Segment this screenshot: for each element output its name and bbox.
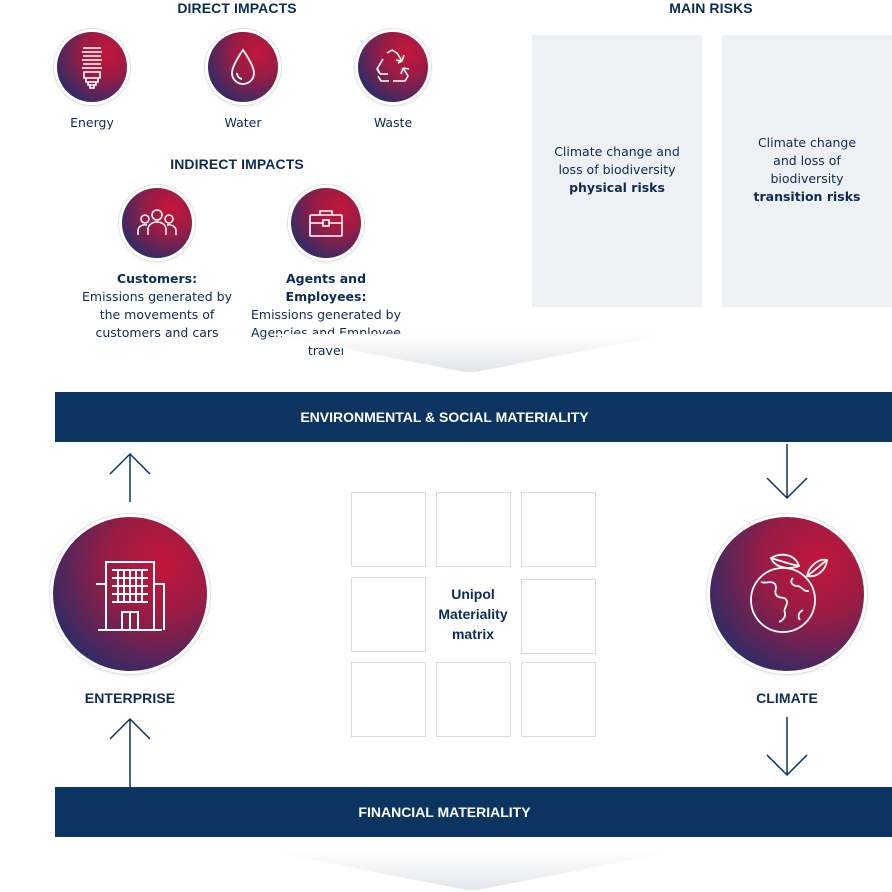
transition-risks-content: Climate change and loss of biodiversity … bbox=[746, 134, 868, 206]
matrix-cell bbox=[351, 577, 426, 652]
transition-risks-label: transition risks bbox=[753, 189, 861, 204]
enterprise-circle bbox=[53, 517, 207, 671]
customers-title: Customers: bbox=[116, 271, 198, 286]
water-icon-circle bbox=[208, 32, 278, 102]
enterprise-label: ENTERPRISE bbox=[84, 690, 176, 706]
indirect-impacts-title: INDIRECT IMPACTS bbox=[170, 156, 304, 172]
matrix-cell bbox=[436, 492, 511, 567]
agents-text: Agents and Employees: Emissions generate… bbox=[246, 270, 406, 360]
physical-risks-label: physical risks bbox=[569, 180, 665, 195]
customers-icon-circle bbox=[122, 188, 192, 258]
physical-risks-text: Climate change and loss of biodiversity bbox=[554, 144, 680, 177]
climate-down-arrow-bottom bbox=[766, 717, 808, 777]
water-drop-icon bbox=[231, 48, 255, 85]
climate-circle bbox=[710, 517, 864, 671]
enterprise-up-arrow-bottom bbox=[109, 717, 151, 787]
climate-down-arrow-top bbox=[766, 444, 808, 500]
matrix-label-line2: Materiality bbox=[438, 606, 508, 622]
customers-text: Customers: Emissions generated by the mo… bbox=[77, 270, 237, 342]
matrix-label-line3: matrix bbox=[451, 626, 495, 642]
energy-icon-circle bbox=[57, 32, 127, 102]
transition-risks-text: Climate change and loss of biodiversity bbox=[757, 135, 857, 186]
matrix-cell bbox=[351, 662, 426, 737]
climate-label: CLIMATE bbox=[756, 690, 818, 706]
environmental-social-materiality-bar: ENVIRONMENTAL & SOCIAL MATERIALITY bbox=[55, 392, 892, 442]
environmental-bar-label: ENVIRONMENTAL & SOCIAL MATERIALITY bbox=[300, 409, 589, 425]
customers-description: Emissions generated by the movements of … bbox=[82, 289, 232, 340]
briefcase-icon bbox=[309, 210, 343, 237]
funnel-shadow-top bbox=[270, 334, 670, 372]
recycle-icon bbox=[376, 49, 410, 82]
water-label: Water bbox=[224, 115, 262, 130]
funnel-shadow-bottom bbox=[272, 852, 672, 890]
physical-risks-content: Climate change and loss of biodiversity … bbox=[544, 143, 690, 197]
matrix-cell bbox=[521, 492, 596, 567]
main-risks-title: MAIN RISKS bbox=[669, 0, 753, 16]
matrix-label-line1: Unipol bbox=[451, 586, 495, 602]
financial-bar-label: FINANCIAL MATERIALITY bbox=[358, 804, 531, 820]
energy-label: Energy bbox=[70, 115, 114, 130]
waste-label: Waste bbox=[373, 115, 413, 130]
materiality-matrix-label: Unipol Materiality matrix bbox=[423, 584, 523, 644]
transition-risks-box: Climate change and loss of biodiversity … bbox=[722, 35, 892, 307]
matrix-cell bbox=[521, 662, 596, 737]
physical-risks-box: Climate change and loss of biodiversity … bbox=[532, 35, 702, 307]
matrix-cell bbox=[521, 579, 596, 654]
agents-title: Agents and Employees: bbox=[285, 271, 367, 304]
direct-impacts-title: DIRECT IMPACTS bbox=[177, 0, 297, 16]
waste-icon-circle bbox=[358, 32, 428, 102]
financial-materiality-bar: FINANCIAL MATERIALITY bbox=[55, 787, 892, 837]
agents-icon-circle bbox=[291, 188, 361, 258]
office-building-icon bbox=[96, 561, 165, 631]
matrix-cell bbox=[351, 492, 426, 567]
people-group-icon bbox=[137, 209, 177, 235]
light-bulb-icon bbox=[82, 47, 102, 89]
matrix-cell bbox=[436, 662, 511, 737]
globe-leaves-icon bbox=[750, 553, 828, 633]
enterprise-up-arrow-top bbox=[109, 452, 151, 502]
